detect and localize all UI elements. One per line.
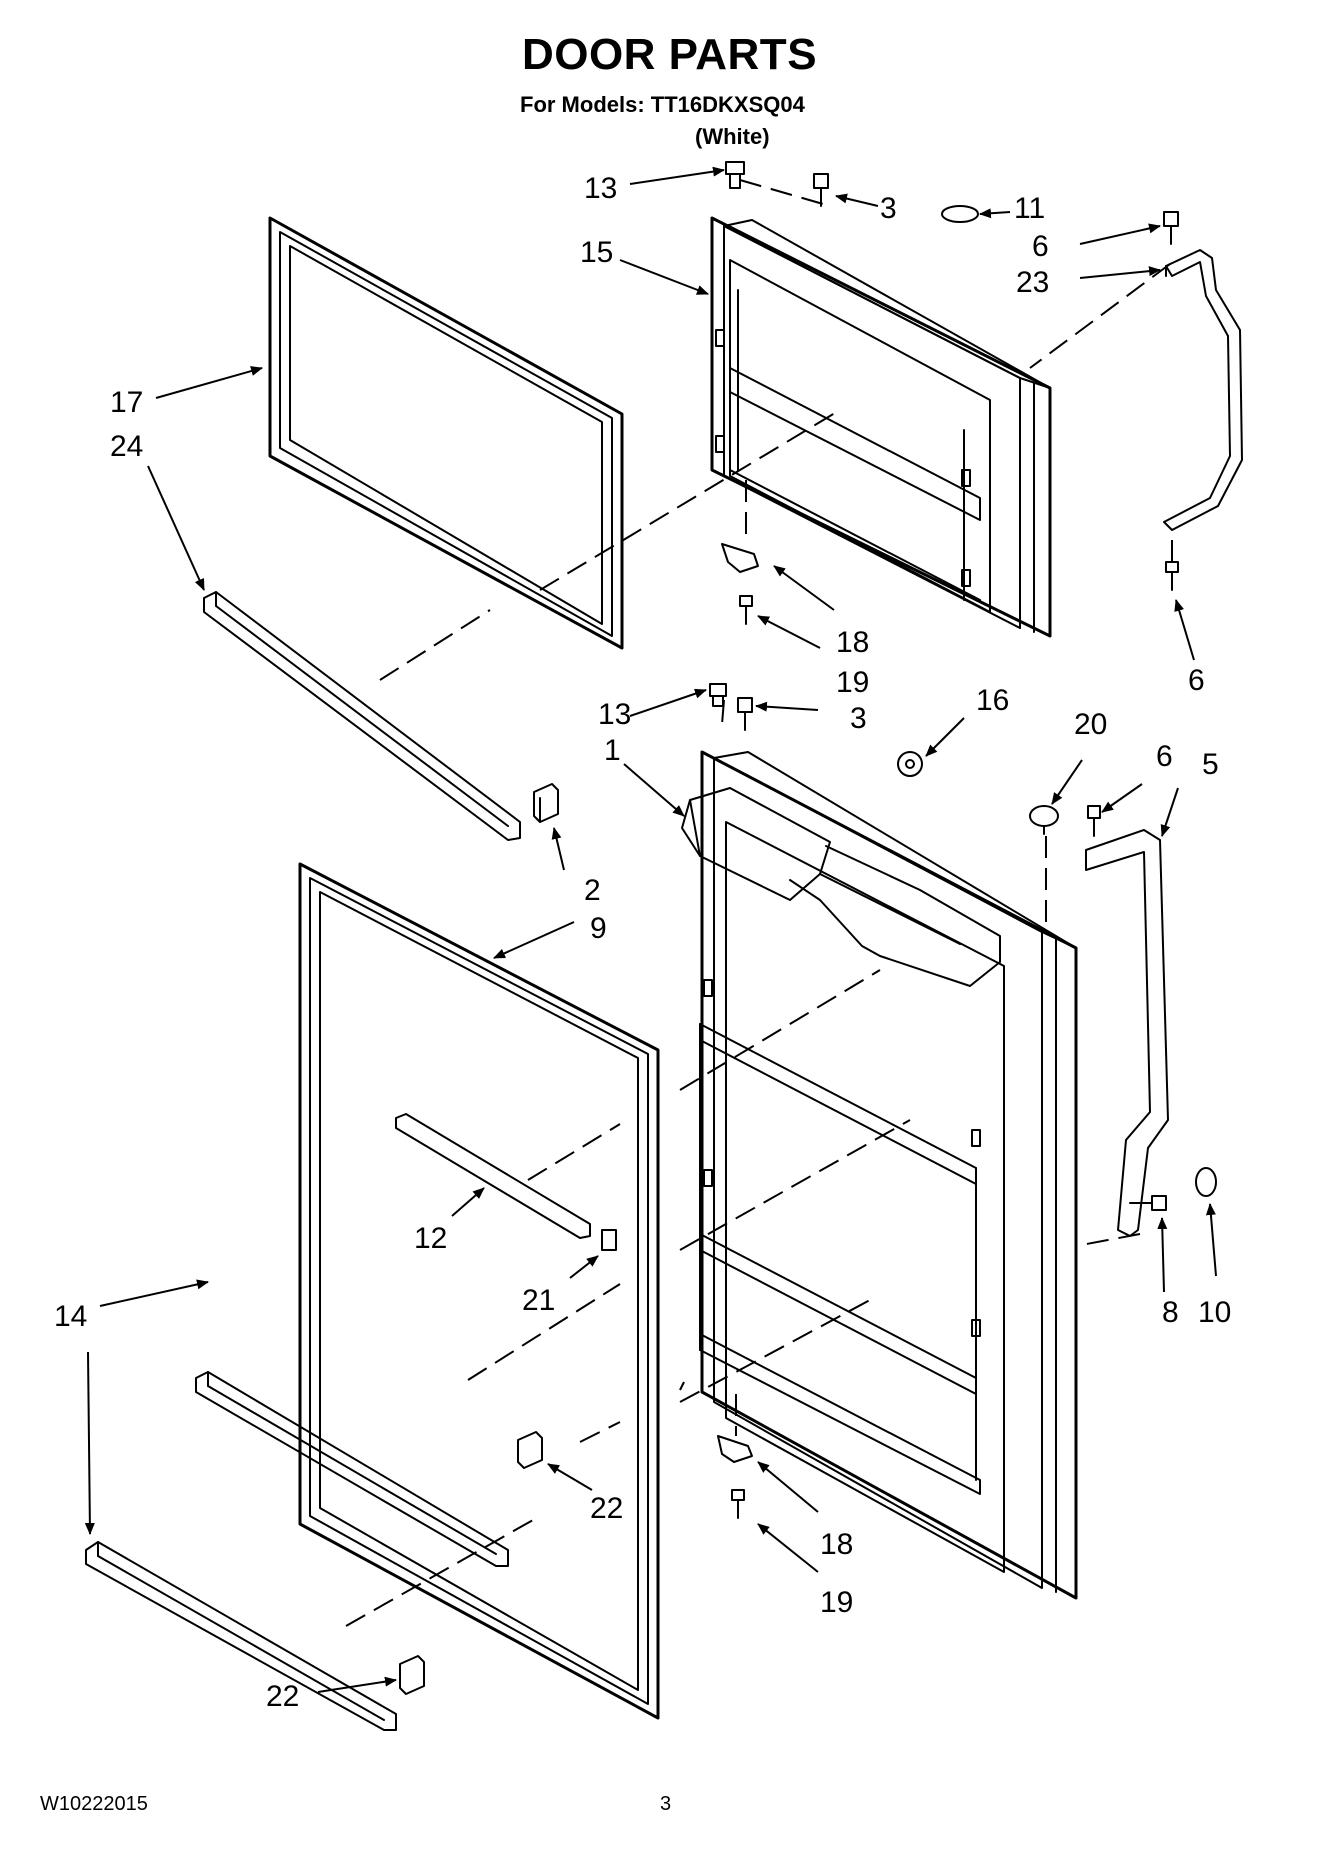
- callout-17: 17: [110, 386, 143, 419]
- freezer-door: [710, 216, 1052, 638]
- screw-8: [1129, 1195, 1167, 1211]
- callout-13a: 13: [584, 172, 617, 205]
- refrigerator-door-gasket: [298, 862, 660, 1720]
- callout-15: 15: [580, 236, 613, 269]
- hinge-18b: [717, 1435, 753, 1463]
- callout-6b: 6: [1188, 664, 1205, 697]
- page-title: DOOR PARTS: [521, 30, 818, 79]
- end-cap-22b: [399, 1655, 425, 1695]
- callout-11: 11: [1014, 192, 1045, 225]
- end-cap-2: [533, 783, 559, 823]
- callout-21: 21: [522, 1284, 555, 1317]
- callout-6c: 6: [1156, 740, 1173, 773]
- callout-10: 10: [1198, 1296, 1231, 1329]
- screw-6a: [1163, 211, 1179, 245]
- callout-20: 20: [1074, 708, 1107, 741]
- callout-24: 24: [110, 430, 143, 463]
- door-shelf-retainer-upper: [195, 1371, 509, 1567]
- callout-23: 23: [1016, 266, 1049, 299]
- callout-14: 14: [54, 1300, 87, 1333]
- plug-11: [941, 205, 979, 223]
- screw-6b: [1165, 561, 1179, 591]
- hinge-18a: [721, 543, 759, 573]
- freezer-handle: [1163, 249, 1243, 531]
- screw-19a: [739, 595, 753, 625]
- screw-6c: [1087, 805, 1101, 837]
- callout-3b: 3: [850, 702, 867, 735]
- callout-2: 2: [584, 874, 601, 907]
- door-shelf-trim-12: [395, 1113, 591, 1239]
- callout-3a: 3: [880, 192, 897, 225]
- callout-1: 1: [604, 734, 621, 767]
- cap-10: [1195, 1167, 1217, 1197]
- cap-16: [897, 751, 923, 777]
- models-line: For Models: TT16DKXSQ04: [520, 92, 805, 117]
- refrigerator-handle: [1085, 829, 1169, 1237]
- document-number: W10222015: [40, 1793, 148, 1815]
- refrigerator-door: [681, 750, 1078, 1600]
- callout-19a: 19: [836, 666, 869, 699]
- door-shelf-retainer-lower: [85, 1541, 397, 1731]
- callout-9: 9: [590, 912, 607, 945]
- plug-20: [1029, 805, 1059, 835]
- end-cap-21: [601, 1229, 617, 1251]
- callout-6a: 6: [1032, 230, 1049, 263]
- callout-13b: 13: [598, 698, 631, 731]
- callout-12: 12: [414, 1222, 447, 1255]
- callout-19b: 19: [820, 1586, 853, 1619]
- screw-19b: [731, 1489, 745, 1519]
- color-line: (White): [695, 124, 770, 149]
- callout-18a: 18: [836, 626, 869, 659]
- freezer-door-gasket: [268, 216, 624, 650]
- end-cap-22a: [517, 1431, 543, 1469]
- callout-22a: 22: [590, 1492, 623, 1525]
- callout-5: 5: [1202, 748, 1219, 781]
- screw-3b: [737, 697, 753, 731]
- callout-8: 8: [1162, 1296, 1179, 1329]
- page-number: 3: [660, 1793, 672, 1815]
- hinge-pin-13a: [725, 161, 745, 189]
- freezer-shelf-retainer: [203, 591, 521, 841]
- callout-labels: 13 3 11 6 23 15 17 24 18 19 6 13 3 16 1 …: [54, 172, 1231, 1713]
- callout-16: 16: [976, 684, 1009, 717]
- callout-22b: 22: [266, 1680, 299, 1713]
- callout-18b: 18: [820, 1528, 853, 1561]
